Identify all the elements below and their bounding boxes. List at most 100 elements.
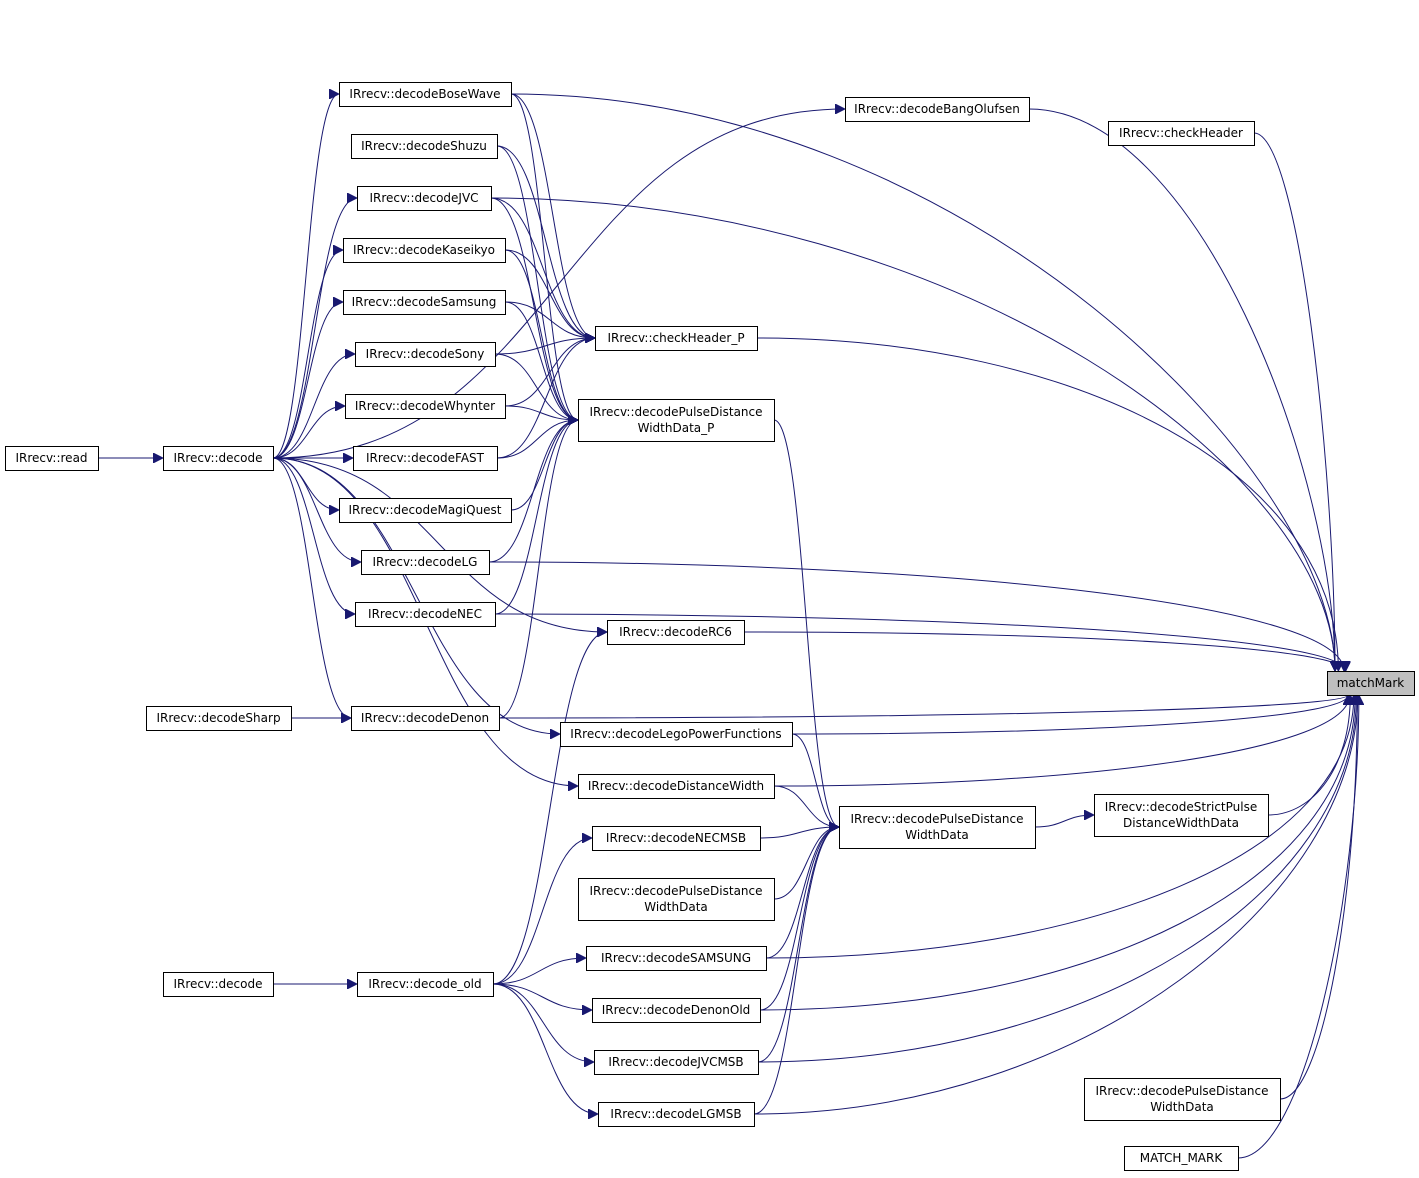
node-decodeJVC[interactable]: IRrecv::decodeJVC: [357, 186, 492, 211]
node-box[interactable]: [578, 878, 775, 921]
edge-decodeWhynter-to-checkHeader_P: [504, 338, 595, 407]
node-box[interactable]: [355, 342, 496, 367]
edge-decode-to-decodeBangOlufsen: [272, 109, 845, 459]
node-decodeLGMSB[interactable]: IRrecv::decodeLGMSB: [598, 1102, 755, 1127]
node-label: IRrecv::decodeStrictPulse: [1105, 800, 1258, 814]
node-label: IRrecv::decodeBangOlufsen: [854, 102, 1020, 116]
edge-decode-to-decodeSamsung: [272, 302, 344, 459]
node-decodeDistanceWidth[interactable]: IRrecv::decodeDistanceWidth: [578, 774, 775, 799]
node-box[interactable]: [353, 446, 498, 471]
edge-decode_old-to-decodeLGMSB: [492, 983, 598, 1114]
node-label: IRrecv::decode: [174, 451, 263, 465]
node-box[interactable]: [845, 97, 1030, 122]
node-box[interactable]: [343, 290, 506, 315]
node-box[interactable]: [578, 399, 775, 442]
node-box[interactable]: [357, 186, 492, 211]
node-box[interactable]: [592, 826, 761, 851]
node-box[interactable]: [598, 1102, 755, 1127]
node-label: IRrecv::decodeShuzu: [361, 139, 487, 153]
node-box[interactable]: [1094, 794, 1269, 837]
edge-decodeJVCMSB-to-decodePDWD_main: [757, 827, 840, 1063]
node-decodeWhynter[interactable]: IRrecv::decodeWhynter: [345, 394, 506, 419]
node-box[interactable]: [560, 722, 793, 747]
node-box[interactable]: [146, 706, 292, 731]
node-MATCH_MARK[interactable]: MATCH_MARK: [1124, 1146, 1239, 1171]
node-decodeNECMSB[interactable]: IRrecv::decodeNECMSB: [592, 826, 761, 851]
edge-decode-to-decodeDenon: [272, 457, 352, 718]
edge-decodeSony-to-checkHeader_P: [494, 338, 595, 355]
node-decodeStrictPDWD[interactable]: IRrecv::decodeStrictPulseDistanceWidthDa…: [1094, 794, 1269, 837]
node-box[interactable]: [1124, 1146, 1239, 1171]
node-box[interactable]: [594, 1050, 759, 1075]
node-decodeLG[interactable]: IRrecv::decodeLG: [361, 550, 490, 575]
node-box[interactable]: [351, 706, 500, 731]
node-decodeBangOlufsen[interactable]: IRrecv::decodeBangOlufsen: [845, 97, 1030, 122]
node-box[interactable]: [361, 550, 490, 575]
edge-decodeDistanceWidth-to-matchMark: [773, 695, 1350, 787]
node-box[interactable]: [595, 326, 758, 351]
edge-decode-to-decodeBoseWave: [272, 94, 340, 459]
node-box[interactable]: [355, 602, 496, 627]
edge-decodePDWD_P-to-decodePDWD_main: [773, 419, 840, 827]
node-decode_old[interactable]: IRrecv::decode_old: [357, 972, 494, 997]
node-decodeNEC[interactable]: IRrecv::decodeNEC: [355, 602, 496, 627]
node-box[interactable]: [339, 82, 512, 107]
node-decode[interactable]: IRrecv::decode: [163, 446, 274, 471]
node-box[interactable]: [163, 446, 274, 471]
node-box[interactable]: [163, 972, 274, 997]
node-box[interactable]: [578, 774, 775, 799]
node-decodeRC6[interactable]: IRrecv::decodeRC6: [607, 620, 745, 645]
node-decode2[interactable]: IRrecv::decode: [163, 972, 274, 997]
node-box[interactable]: [607, 620, 745, 645]
node-box[interactable]: [1327, 671, 1415, 696]
node-box[interactable]: [586, 946, 767, 971]
node-matchMark[interactable]: matchMark: [1327, 671, 1415, 696]
node-box[interactable]: [1108, 121, 1255, 146]
edge-decode_old-to-decodeJVCMSB: [492, 983, 594, 1062]
edge-decodeBoseWave-to-matchMark: [510, 93, 1335, 671]
node-box[interactable]: [839, 806, 1036, 849]
node-decodeJVCMSB[interactable]: IRrecv::decodeJVCMSB: [594, 1050, 759, 1075]
node-box[interactable]: [1084, 1078, 1281, 1121]
node-decodeLegoPowerFunctions[interactable]: IRrecv::decodeLegoPowerFunctions: [560, 722, 793, 747]
node-label: IRrecv::decode: [174, 977, 263, 991]
node-decodeDenonOld[interactable]: IRrecv::decodeDenonOld: [592, 998, 761, 1023]
node-box[interactable]: [351, 134, 498, 159]
node-label: WidthData: [644, 900, 708, 914]
edge-checkHeader-to-matchMark: [1253, 132, 1335, 671]
node-box[interactable]: [592, 998, 761, 1023]
node-box[interactable]: [357, 972, 494, 997]
node-decodeSamsung[interactable]: IRrecv::decodeSamsung: [343, 290, 506, 315]
node-decodeKaseikyo[interactable]: IRrecv::decodeKaseikyo: [343, 238, 506, 263]
node-decodeSAMSUNG[interactable]: IRrecv::decodeSAMSUNG: [586, 946, 767, 971]
edge-decodeNEC-to-decodePDWD_P: [494, 420, 578, 615]
node-decodeBoseWave[interactable]: IRrecv::decodeBoseWave: [339, 82, 512, 107]
node-decodeSony[interactable]: IRrecv::decodeSony: [355, 342, 496, 367]
edge-decodeFAST-to-decodePDWD_P: [496, 420, 578, 459]
node-read[interactable]: IRrecv::read: [5, 446, 99, 471]
node-decodeDenon[interactable]: IRrecv::decodeDenon: [351, 706, 500, 731]
edge-decodeKaseikyo-to-decodePDWD_P: [504, 249, 579, 420]
node-checkHeader_P[interactable]: IRrecv::checkHeader_P: [595, 326, 758, 351]
node-checkHeader[interactable]: IRrecv::checkHeader: [1108, 121, 1255, 146]
node-decodeSharp[interactable]: IRrecv::decodeSharp: [146, 706, 292, 731]
node-label: WidthData: [905, 828, 969, 842]
node-decodeMagiQuest[interactable]: IRrecv::decodeMagiQuest: [339, 498, 512, 523]
node-box[interactable]: [5, 446, 99, 471]
edge-decodeBangOlufsen-to-matchMark: [1028, 108, 1335, 671]
node-box[interactable]: [343, 238, 506, 263]
node-label: WidthData_P: [638, 421, 715, 435]
edge-decode_old-to-decodeNECMSB: [492, 838, 592, 985]
node-label: IRrecv::decodeWhynter: [355, 399, 495, 413]
node-decodeFAST[interactable]: IRrecv::decodeFAST: [353, 446, 498, 471]
node-label: IRrecv::decodeLGMSB: [610, 1107, 741, 1121]
node-box[interactable]: [345, 394, 506, 419]
node-box[interactable]: [339, 498, 512, 523]
edge-decodeStrictPDWD-to-matchMark: [1267, 695, 1350, 816]
node-decodeShuzu[interactable]: IRrecv::decodeShuzu: [351, 134, 498, 159]
